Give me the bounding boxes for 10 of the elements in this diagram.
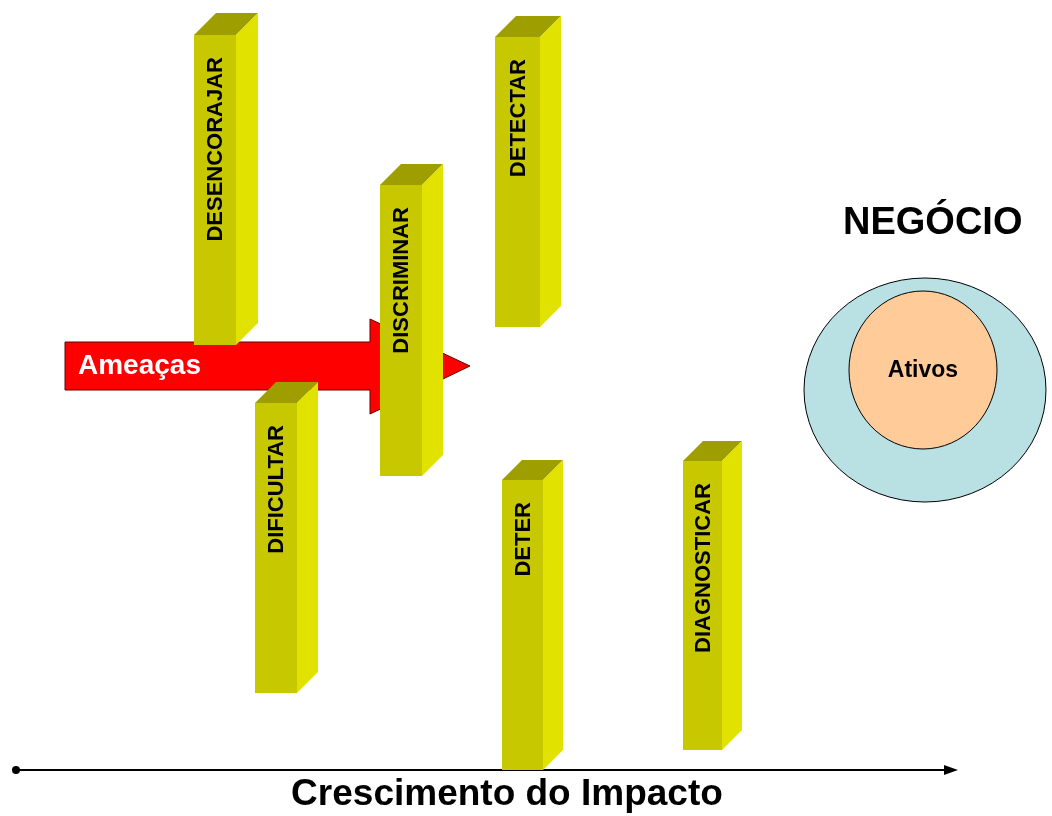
pillar-label: DESENCORAJAR xyxy=(202,57,228,242)
pillar-label: DISCRIMINAR xyxy=(388,207,414,354)
axis-label: Crescimento do Impacto xyxy=(290,772,724,814)
pillar-label: DIFICULTAR xyxy=(263,425,289,554)
circle-heading: NEGÓCIO xyxy=(843,200,1023,243)
pillar-label: DETECTAR xyxy=(504,59,531,178)
banner-label: Ameaças xyxy=(78,349,201,381)
circle-label: Ativos xyxy=(886,356,960,383)
pillar-label: DIAGNOSTICAR xyxy=(689,483,716,653)
pillar-label: DETER xyxy=(509,502,536,577)
